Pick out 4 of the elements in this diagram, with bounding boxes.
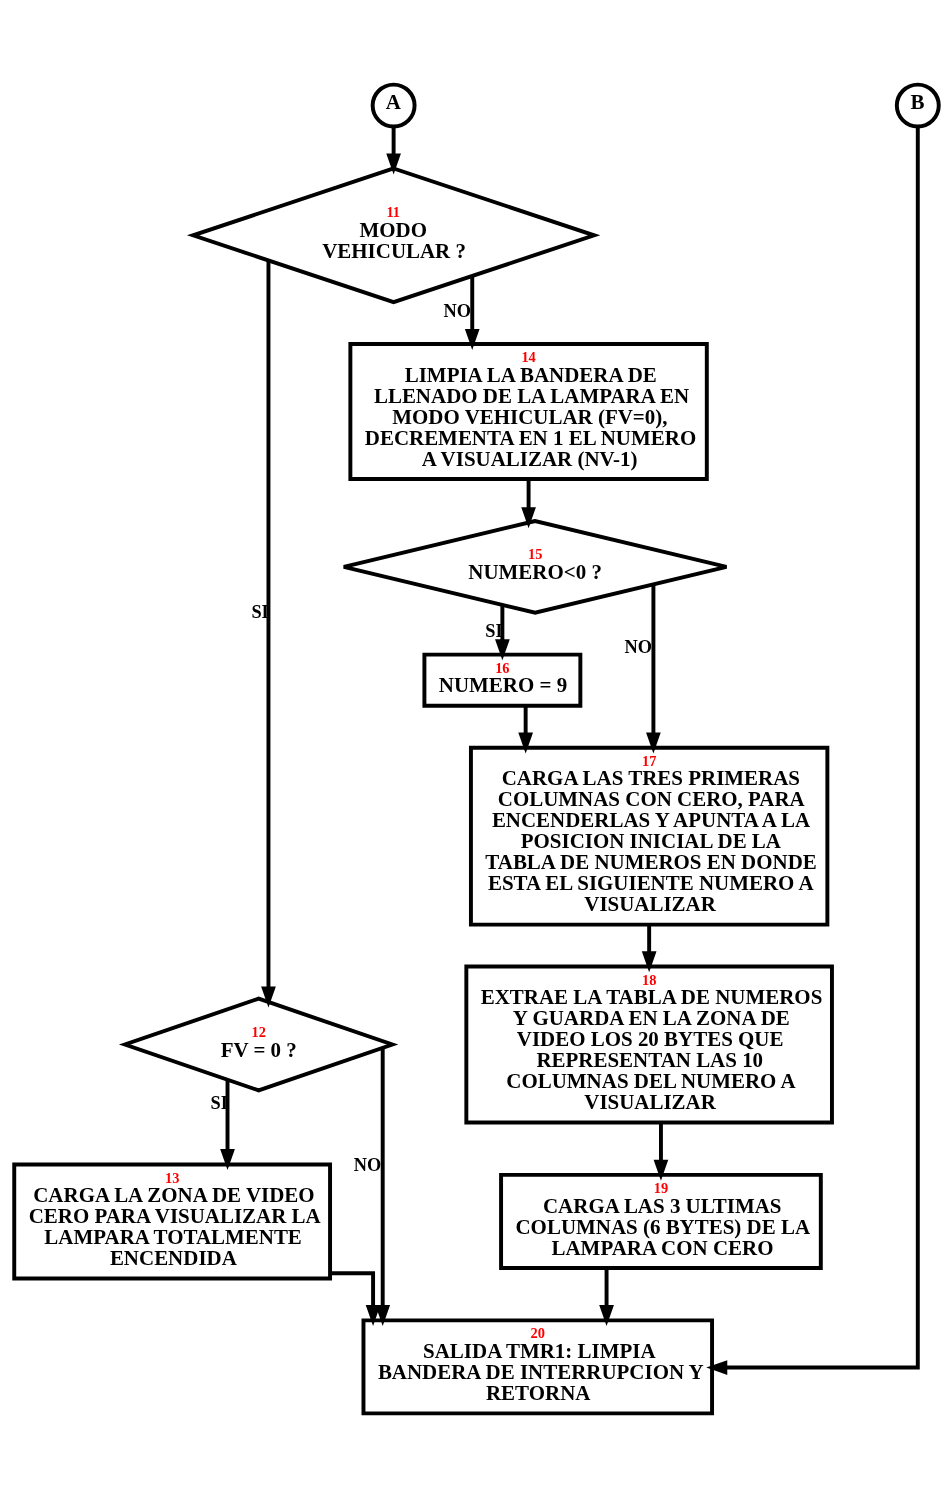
edge-label: SI bbox=[209, 1092, 228, 1113]
edge-label: SI bbox=[250, 601, 269, 622]
edge-label: NO bbox=[624, 636, 652, 657]
edge-label: NO bbox=[353, 1154, 381, 1175]
